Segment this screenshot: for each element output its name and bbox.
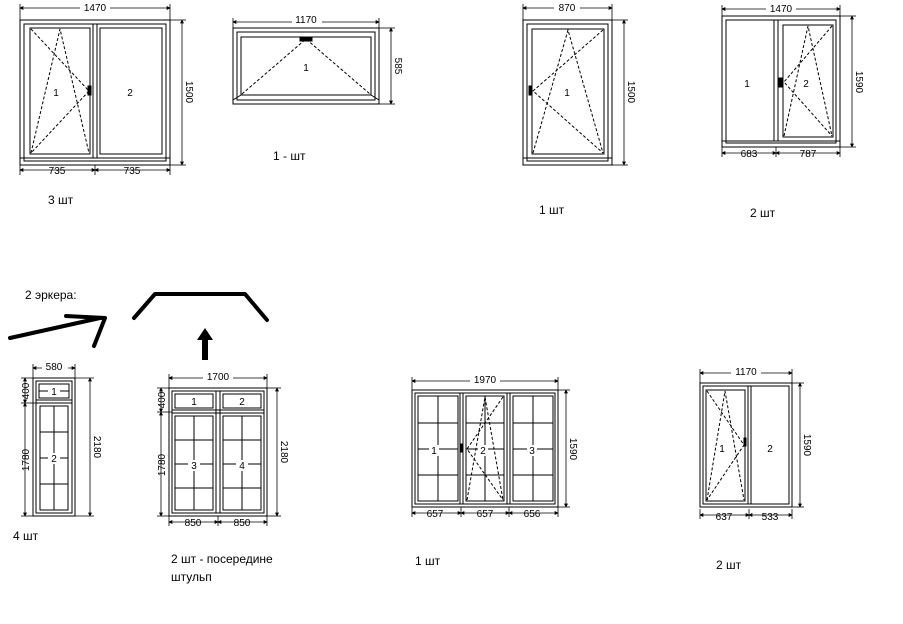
w7-sash-1: 1 <box>431 446 437 457</box>
w8-sash-2: 2 <box>767 444 773 455</box>
w2-height-label: 585 <box>392 58 403 75</box>
w7-bottom-dim-3: 656 <box>524 509 541 520</box>
w1-bottom-dim-2: 735 <box>124 166 141 177</box>
w1-sash-1: 1 <box>53 88 59 99</box>
w3-width-label: 870 <box>559 3 576 14</box>
window-7-drawing: 1970 1590 657 657 656 1 2 3 <box>411 374 578 520</box>
w8-bottom-dim-1: 637 <box>716 512 733 523</box>
w5-quantity: 4 шт <box>13 529 39 543</box>
window-8-drawing: 1170 1590 637 533 1 2 <box>699 366 812 523</box>
w6-sash-4: 4 <box>239 461 245 472</box>
w8-sash-1: 1 <box>719 444 725 455</box>
w5-bottom-height-label: 1780 <box>21 448 32 471</box>
w8-width-label: 1170 <box>735 367 757 378</box>
window-4-drawing: 1470 1590 683 787 1 2 <box>721 3 864 160</box>
window-5-drawing: 580 400 1780 2180 1 2 <box>21 361 102 517</box>
w2-width-label: 1170 <box>295 15 317 26</box>
w7-quantity: 1 шт <box>415 554 441 568</box>
w3-quantity: 1 шт <box>539 203 565 217</box>
w5-total-height-label: 2180 <box>91 436 102 459</box>
w7-bottom-dim-2: 657 <box>477 509 494 520</box>
w6-bottom-height-label: 1780 <box>157 453 168 476</box>
w1-height-label: 1500 <box>183 81 194 104</box>
window-6-drawing: 1700 400 1780 2180 850 850 1 2 3 4 <box>157 371 289 529</box>
bay-sketch <box>8 292 269 348</box>
w4-sash-2: 2 <box>803 79 809 90</box>
window-1-drawing: 1470 1500 735 735 1 2 <box>19 2 194 177</box>
w7-bottom-dim-1: 657 <box>427 509 444 520</box>
w3-sash-1: 1 <box>564 88 570 99</box>
w4-bottom-dim-2: 787 <box>800 149 817 160</box>
w6-sash-2: 2 <box>239 397 245 408</box>
w1-bottom-dim-1: 735 <box>49 166 66 177</box>
w7-width-label: 1970 <box>474 375 497 386</box>
bay-window-note: 2 эркера: <box>25 288 77 302</box>
w7-sash-2: 2 <box>480 446 486 457</box>
w4-sash-1: 1 <box>744 79 750 90</box>
w6-quantity: 2 шт - посередине штульп <box>171 552 273 584</box>
w5-sash-1: 1 <box>51 387 57 398</box>
w4-quantity: 2 шт <box>750 206 776 220</box>
w6-sash-3: 3 <box>191 461 197 472</box>
w2-sash-1: 1 <box>303 63 309 74</box>
w3-height-label: 1500 <box>625 81 636 104</box>
w6-total-height-label: 2180 <box>278 441 289 464</box>
w8-quantity: 2 шт <box>716 558 742 572</box>
w6-width-label: 1700 <box>207 372 230 383</box>
w4-height-label: 1590 <box>853 71 864 94</box>
up-arrow <box>197 328 213 360</box>
window-3-drawing: 870 1500 1 <box>522 2 636 166</box>
w5-width-label: 580 <box>46 362 63 373</box>
w6-top-height-label: 400 <box>157 391 168 408</box>
w5-top-height-label: 400 <box>21 382 32 399</box>
w8-height-label: 1590 <box>801 434 812 457</box>
w6-bottom-dim-1: 850 <box>185 518 202 529</box>
w7-height-label: 1590 <box>567 438 578 461</box>
w1-sash-2: 2 <box>127 88 133 99</box>
w5-sash-2: 2 <box>51 454 57 465</box>
w4-width-label: 1470 <box>770 4 793 15</box>
w6-bottom-dim-2: 850 <box>234 518 251 529</box>
w7-sash-3: 3 <box>529 446 535 457</box>
window-2-drawing: 1170 585 1 <box>232 14 403 105</box>
w1-quantity: 3 шт <box>48 193 74 207</box>
w6-sash-1: 1 <box>191 397 197 408</box>
w1-width-label: 1470 <box>84 3 107 14</box>
w2-quantity: 1 - шт <box>273 149 306 163</box>
w4-bottom-dim-1: 683 <box>741 149 758 160</box>
w8-bottom-dim-2: 533 <box>762 512 779 523</box>
